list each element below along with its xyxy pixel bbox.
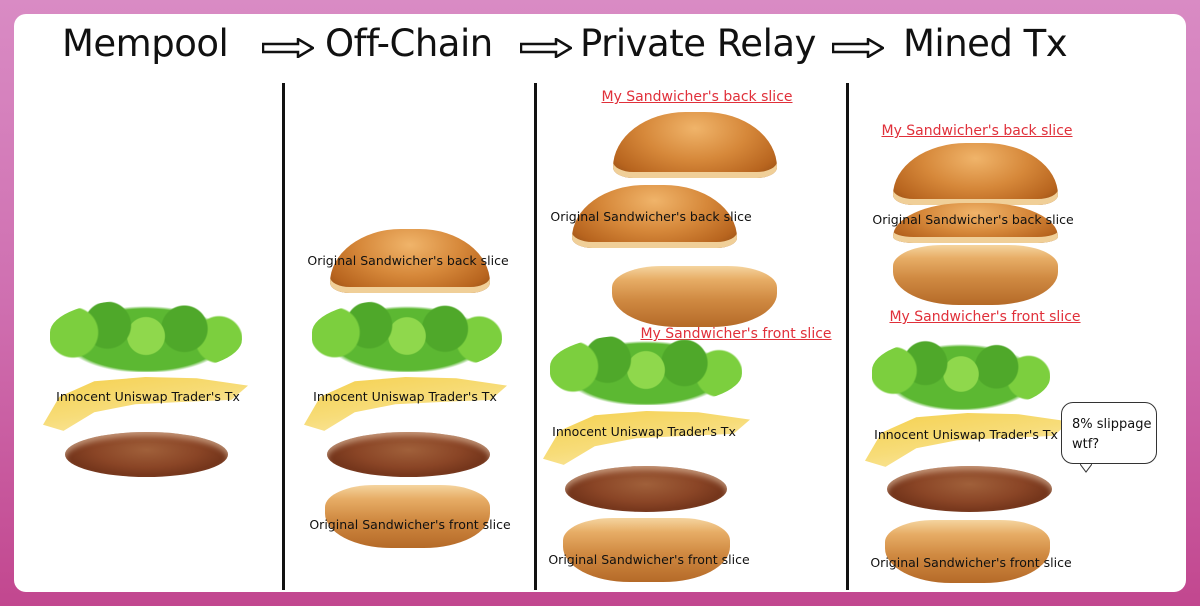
trader-tx-label: Innocent Uniswap Trader's Tx xyxy=(874,427,1058,442)
bun-bottom-image xyxy=(893,245,1058,305)
patty-image xyxy=(565,466,727,512)
original-back-slice-label: Original Sandwicher's back slice xyxy=(307,253,509,268)
stage-private-relay: Private Relay xyxy=(580,22,816,65)
speech-bubble-tail xyxy=(1080,464,1092,473)
column-divider xyxy=(282,83,285,590)
stage-mined-tx: Mined Tx xyxy=(903,22,1068,65)
original-front-slice-label: Original Sandwicher's front slice xyxy=(870,555,1072,570)
trader-tx-label: Innocent Uniswap Trader's Tx xyxy=(313,389,497,404)
lettuce-image xyxy=(872,338,1050,410)
lettuce-image xyxy=(50,300,242,372)
bun-top-image xyxy=(893,203,1058,243)
stage-off-chain: Off-Chain xyxy=(325,22,493,65)
bun-bottom-image xyxy=(563,518,730,582)
column-divider xyxy=(534,83,537,590)
speech-bubble-text: 8% slippage wtf? xyxy=(1072,417,1152,452)
arrow-icon xyxy=(832,38,884,58)
my-back-slice-label: My Sandwicher's back slice xyxy=(881,123,1073,139)
column-divider xyxy=(846,83,849,590)
bun-bottom-image xyxy=(325,485,490,548)
original-back-slice-label: Original Sandwicher's back slice xyxy=(550,209,752,224)
trader-tx-label: Innocent Uniswap Trader's Tx xyxy=(56,389,240,404)
patty-image xyxy=(65,432,228,477)
lettuce-image xyxy=(550,335,742,405)
bun-bottom-image xyxy=(612,266,777,327)
original-front-slice-label: Original Sandwicher's front slice xyxy=(548,552,750,567)
lettuce-image xyxy=(312,300,502,372)
arrow-icon xyxy=(262,38,314,58)
my-front-slice-label: My Sandwicher's front slice xyxy=(889,309,1081,325)
patty-image xyxy=(887,466,1052,512)
arrow-icon xyxy=(520,38,572,58)
bun-bottom-image xyxy=(885,520,1050,583)
trader-tx-label: Innocent Uniswap Trader's Tx xyxy=(552,424,736,439)
my-back-slice-label: My Sandwicher's back slice xyxy=(601,89,793,105)
speech-bubble: 8% slippage wtf? xyxy=(1061,402,1157,464)
original-front-slice-label: Original Sandwicher's front slice xyxy=(309,517,511,532)
original-back-slice-label: Original Sandwicher's back slice xyxy=(872,212,1074,227)
stage-mempool: Mempool xyxy=(62,22,229,65)
patty-image xyxy=(327,432,490,477)
